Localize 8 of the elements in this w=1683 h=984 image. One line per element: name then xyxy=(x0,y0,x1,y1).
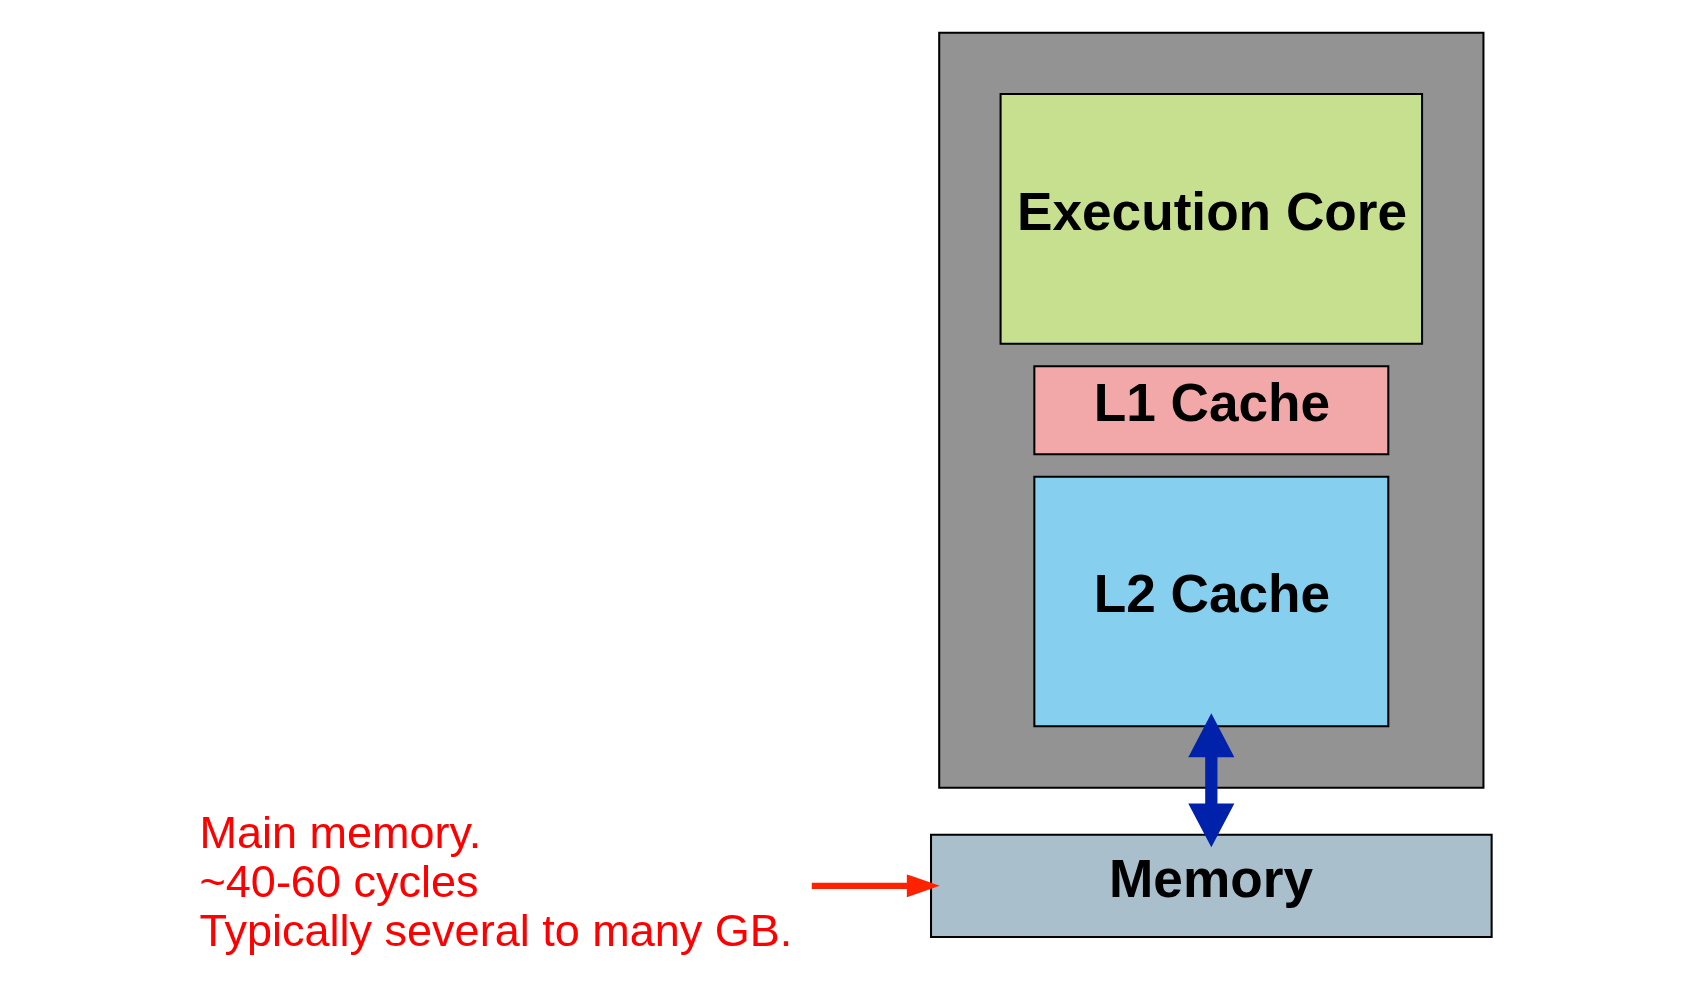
node-box: L2 Cache xyxy=(1033,475,1390,728)
cluster xyxy=(938,31,1485,789)
node-box: Execution Core xyxy=(999,93,1424,345)
node-box: L1 Cache xyxy=(1033,365,1390,456)
node-text: Main memory. ~40-60 cycles Typically several to many GB. xyxy=(199,807,793,957)
arrow xyxy=(811,874,940,898)
node-box: Memory xyxy=(930,833,1493,939)
arrow xyxy=(1188,713,1235,848)
